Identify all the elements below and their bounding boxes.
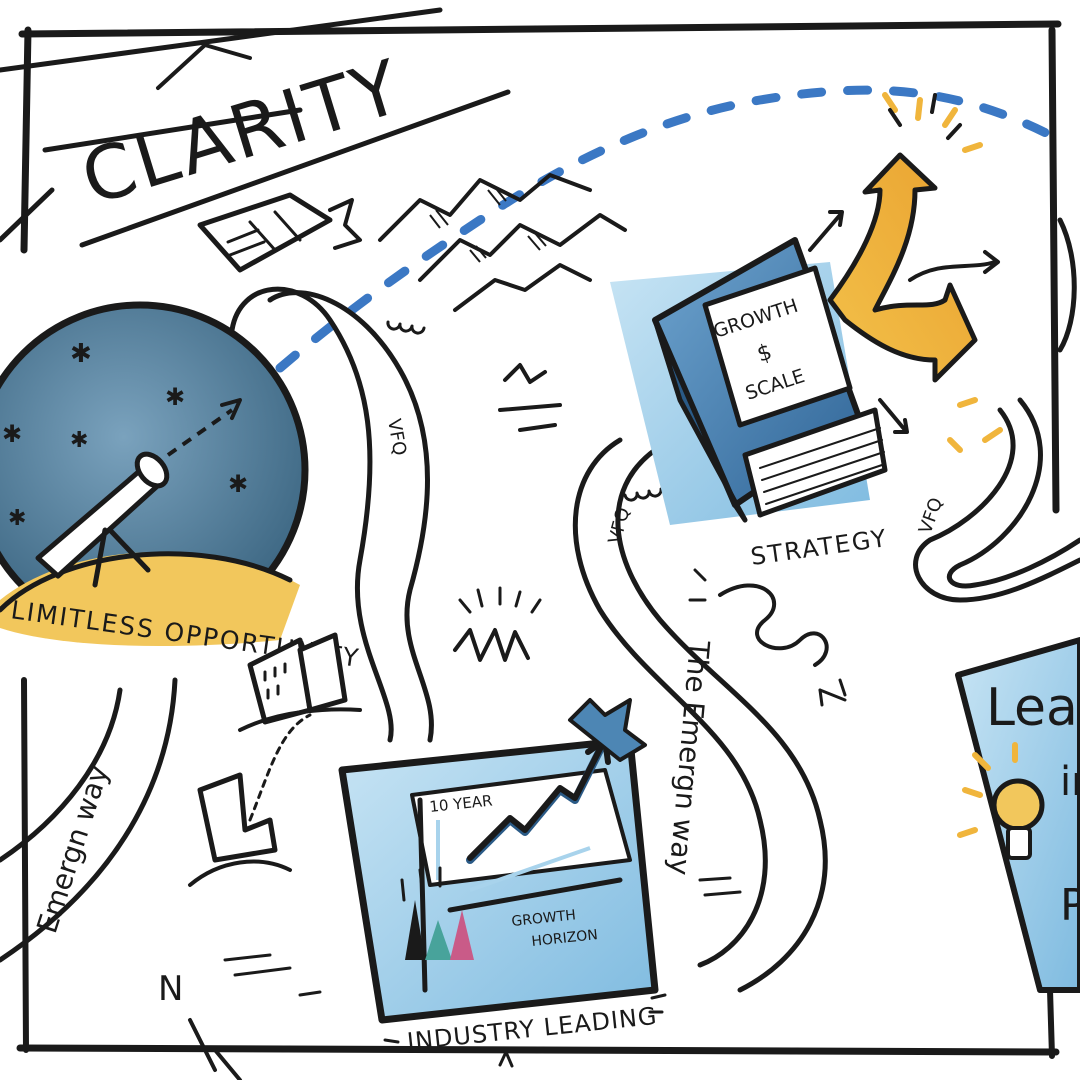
growth-arrows-icon: [808, 92, 1003, 453]
frame: [0, 7, 1062, 1059]
plant-doodle-icon: [453, 363, 562, 662]
svg-text:✱: ✱: [2, 420, 22, 448]
vfq-label-2: VFQ: [605, 505, 635, 546]
speed-lines: [223, 688, 847, 997]
sign-line2: in: [1060, 759, 1080, 805]
compass-label: N: [158, 969, 183, 1009]
svg-text:✱: ✱: [70, 428, 88, 453]
chart-bottom-label-1: GROWTH: [511, 907, 577, 930]
sign-line3: P: [1060, 880, 1080, 931]
lightbulb-icon: [957, 742, 1045, 860]
growth-scale-book: GROWTH $ SCALE STRATEGY: [610, 237, 890, 571]
emergn-way-label: The Emergn way: [663, 638, 716, 876]
telescope-icon: [35, 398, 242, 588]
svg-text:✱: ✱: [70, 339, 92, 369]
svg-text:✱: ✱: [8, 506, 26, 531]
svg-text:✱: ✱: [228, 470, 248, 498]
flag-icon: [197, 192, 362, 273]
chart-bottom-label-2: HORIZON: [531, 927, 599, 950]
compass-icon: N: [158, 969, 242, 1082]
vfq-label-1: VFQ: [383, 417, 410, 457]
svg-text:✱: ✱: [165, 383, 185, 411]
clarity-title: CLARITY: [72, 44, 413, 223]
buildings-icon: [188, 632, 362, 887]
vfq-label-3: VFQ: [915, 495, 947, 537]
strategy-label: STRATEGY: [749, 524, 890, 571]
industry-leading-chart: 10 YEAR GROWTH HORIZON INDUSTRY LEADING: [338, 698, 667, 1068]
dashed-horizon-line: [275, 85, 1055, 373]
stars-icon: ✱ ✱ ✱ ✱ ✱ ✱: [2, 339, 248, 531]
leadership-sign: Lead in P: [955, 637, 1080, 993]
emergn-way-left-label: Emergn way: [30, 761, 115, 937]
mountains-icon: [378, 173, 627, 312]
limitless-opportunity-scene: ✱ ✱ ✱ ✱ ✱ ✱ LIMITLESS OPPORTUNITY: [0, 301, 362, 673]
spring-doodle-icon: [688, 568, 847, 707]
sign-line1: Lead: [986, 678, 1080, 738]
